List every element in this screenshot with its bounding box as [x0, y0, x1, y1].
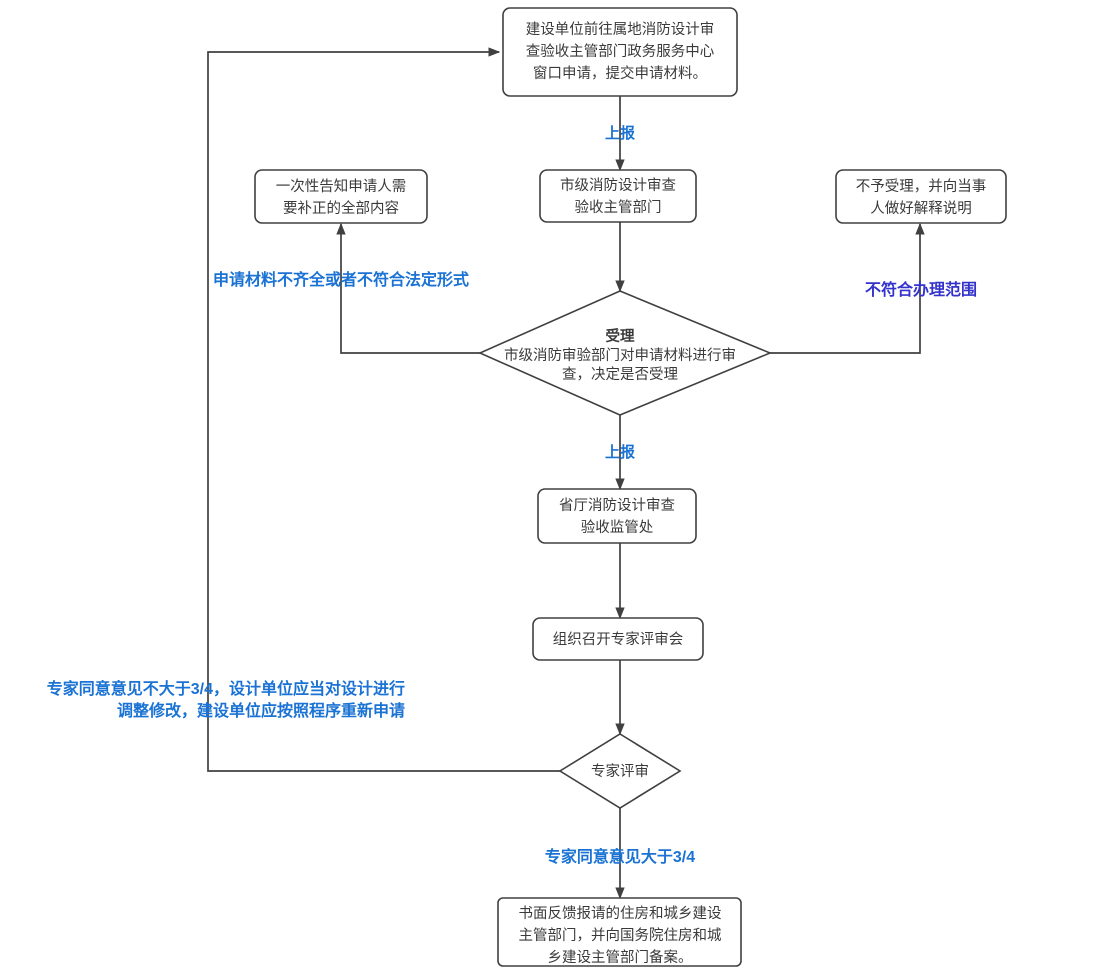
node-notify-correction-line-1: 一次性告知申请人需: [276, 178, 407, 195]
node-expert-meeting-label: 组织召开专家评审会: [553, 631, 684, 648]
node-expert-meeting[interactable]: 组织召开专家评审会: [532, 617, 704, 661]
node-written-feedback[interactable]: 书面反馈报请的住房和城乡建设 主管部门，并向国务院住房和城 乡建设主管部门备案。: [497, 897, 742, 967]
node-apply-line-2: 查验收主管部门政务服务中心: [526, 43, 715, 60]
connector-acceptance-to-notify-correction: [336, 222, 480, 354]
node-apply[interactable]: 建设单位前往属地消防设计审 查验收主管部门政务服务中心 窗口申请，提交申请材料。: [502, 7, 738, 97]
node-reject-accept-shape: [835, 169, 1007, 224]
node-apply-line-3: 窗口申请，提交申请材料。: [533, 64, 707, 82]
node-acceptance-decision[interactable]: 受理 市级消防审验部门对申请材料进行审 查，决定是否受理: [478, 290, 773, 416]
node-acceptance-decision-title: 受理: [606, 327, 635, 345]
node-written-feedback-shape: [497, 897, 742, 967]
node-acceptance-decision-line-2: 查，决定是否受理: [562, 366, 678, 383]
node-expert-review-decision[interactable]: 专家评审: [558, 733, 682, 809]
edge-label-report-1: 上报: [605, 125, 635, 142]
edge-label-expert-reject-line-1: 专家同意意见不大于3/4，设计单位应当对设计进行: [47, 679, 405, 698]
edge-label-report-2: 上报: [605, 444, 635, 461]
node-notify-correction[interactable]: 一次性告知申请人需 要补正的全部内容: [254, 169, 428, 224]
node-acceptance-decision-line-1: 市级消防审验部门对申请材料进行审: [504, 347, 736, 364]
node-reject-accept-line-1: 不予受理，并向当事: [856, 178, 987, 195]
node-city-dept-line-1: 市级消防设计审查: [560, 177, 676, 194]
node-province-dept-line-1: 省厅消防设计审查: [559, 497, 675, 514]
connector-acceptance-to-reject: [770, 222, 925, 354]
node-expert-review-decision-shape: [558, 733, 682, 809]
node-written-feedback-line-1: 书面反馈报请的住房和城乡建设: [519, 905, 722, 922]
node-reject-accept-line-2: 人做好解释说明: [870, 200, 972, 217]
node-city-dept-shape: [539, 169, 697, 223]
node-notify-correction-line-2: 要补正的全部内容: [283, 199, 399, 217]
edge-label-out-of-scope: 不符合办理范围: [865, 280, 977, 299]
node-written-feedback-line-3: 乡建设主管部门备案。: [548, 948, 693, 966]
node-notify-correction-shape: [254, 169, 428, 224]
node-apply-shape: [502, 7, 738, 97]
node-province-dept[interactable]: 省厅消防设计审查 验收监管处: [537, 488, 697, 544]
edge-label-incomplete-materials: 申请材料不齐全或者不符合法定形式: [213, 270, 469, 289]
node-city-dept[interactable]: 市级消防设计审查 验收主管部门: [539, 169, 697, 223]
node-city-dept-line-2: 验收主管部门: [575, 199, 662, 216]
node-apply-line-1: 建设单位前往属地消防设计审: [526, 21, 715, 38]
edge-label-expert-reject-line-2: 调整修改，建设单位应按照程序重新申请: [117, 701, 405, 720]
node-acceptance-decision-shape: [478, 290, 773, 416]
edge-label-expert-approve: 专家同意意见大于3/4: [545, 847, 695, 866]
connector-expert-review-loopback-to-apply: [207, 47, 560, 772]
node-expert-meeting-shape: [532, 617, 704, 661]
node-expert-review-decision-label: 专家评审: [591, 763, 649, 780]
node-province-dept-shape: [537, 488, 697, 544]
node-written-feedback-line-2: 主管部门，并向国务院住房和城: [519, 927, 722, 944]
node-reject-accept[interactable]: 不予受理，并向当事 人做好解释说明: [835, 169, 1007, 224]
node-province-dept-line-2: 验收监管处: [581, 519, 654, 536]
